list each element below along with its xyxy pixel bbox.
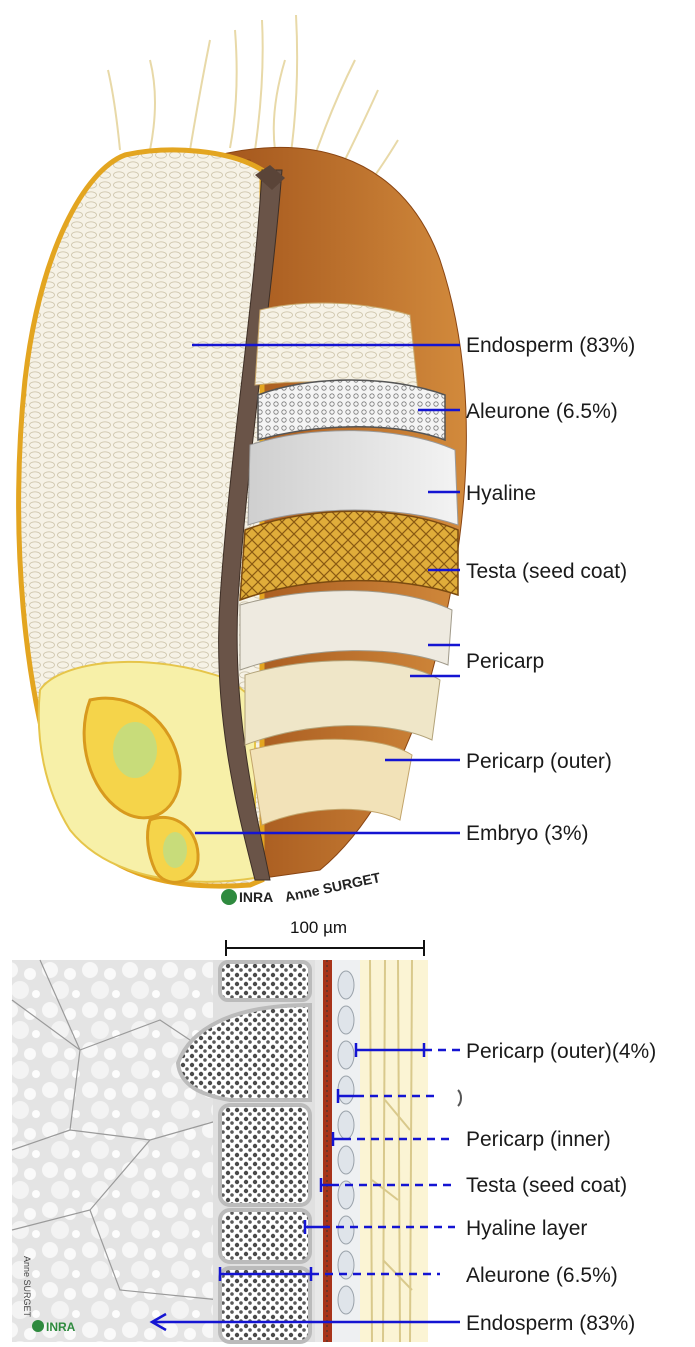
endosperm-cells [12,960,227,1342]
logo-text-bottom: INRA [46,1320,76,1334]
label-pericarp-outer: Pericarp (outer) [466,750,612,773]
endosperm-block [255,303,418,392]
label-endosperm-bottom: Endosperm (83%) [466,1312,635,1335]
label-aleurone-bottom: Aleurone (6.5%) [466,1264,618,1287]
hyaline-layer [315,960,323,1342]
bran-micrograph-bottom: 100 µm [12,918,656,1342]
label-hyaline-layer: Hyaline layer [466,1217,587,1240]
label-testa: Testa (seed coat) [466,560,627,583]
logo-text: INRA [239,889,273,905]
label-hyaline: Hyaline [466,482,536,505]
label-aleurone: Aleurone (6.5%) [466,400,618,423]
label-pericarp-inner: Pericarp (inner) [466,1128,611,1151]
label-pericarp: Pericarp [466,650,544,673]
label-embryo: Embryo (3%) [466,822,589,845]
label-testa-bottom: Testa (seed coat) [466,1174,627,1197]
grain-cross-section-top: Endosperm (83%) Aleurone (6.5%) Hyaline … [19,15,636,905]
label-pericarp-outer-4: Pericarp (outer)(4%) [466,1040,656,1063]
author-credit-bottom: Anne SURGET [22,1256,32,1318]
scale-bar [226,940,424,956]
author-credit: Anne SURGET [283,869,382,905]
label-endosperm: Endosperm (83%) [466,334,635,357]
embryo-axis [113,722,157,778]
scale-bar-label: 100 µm [290,918,347,937]
